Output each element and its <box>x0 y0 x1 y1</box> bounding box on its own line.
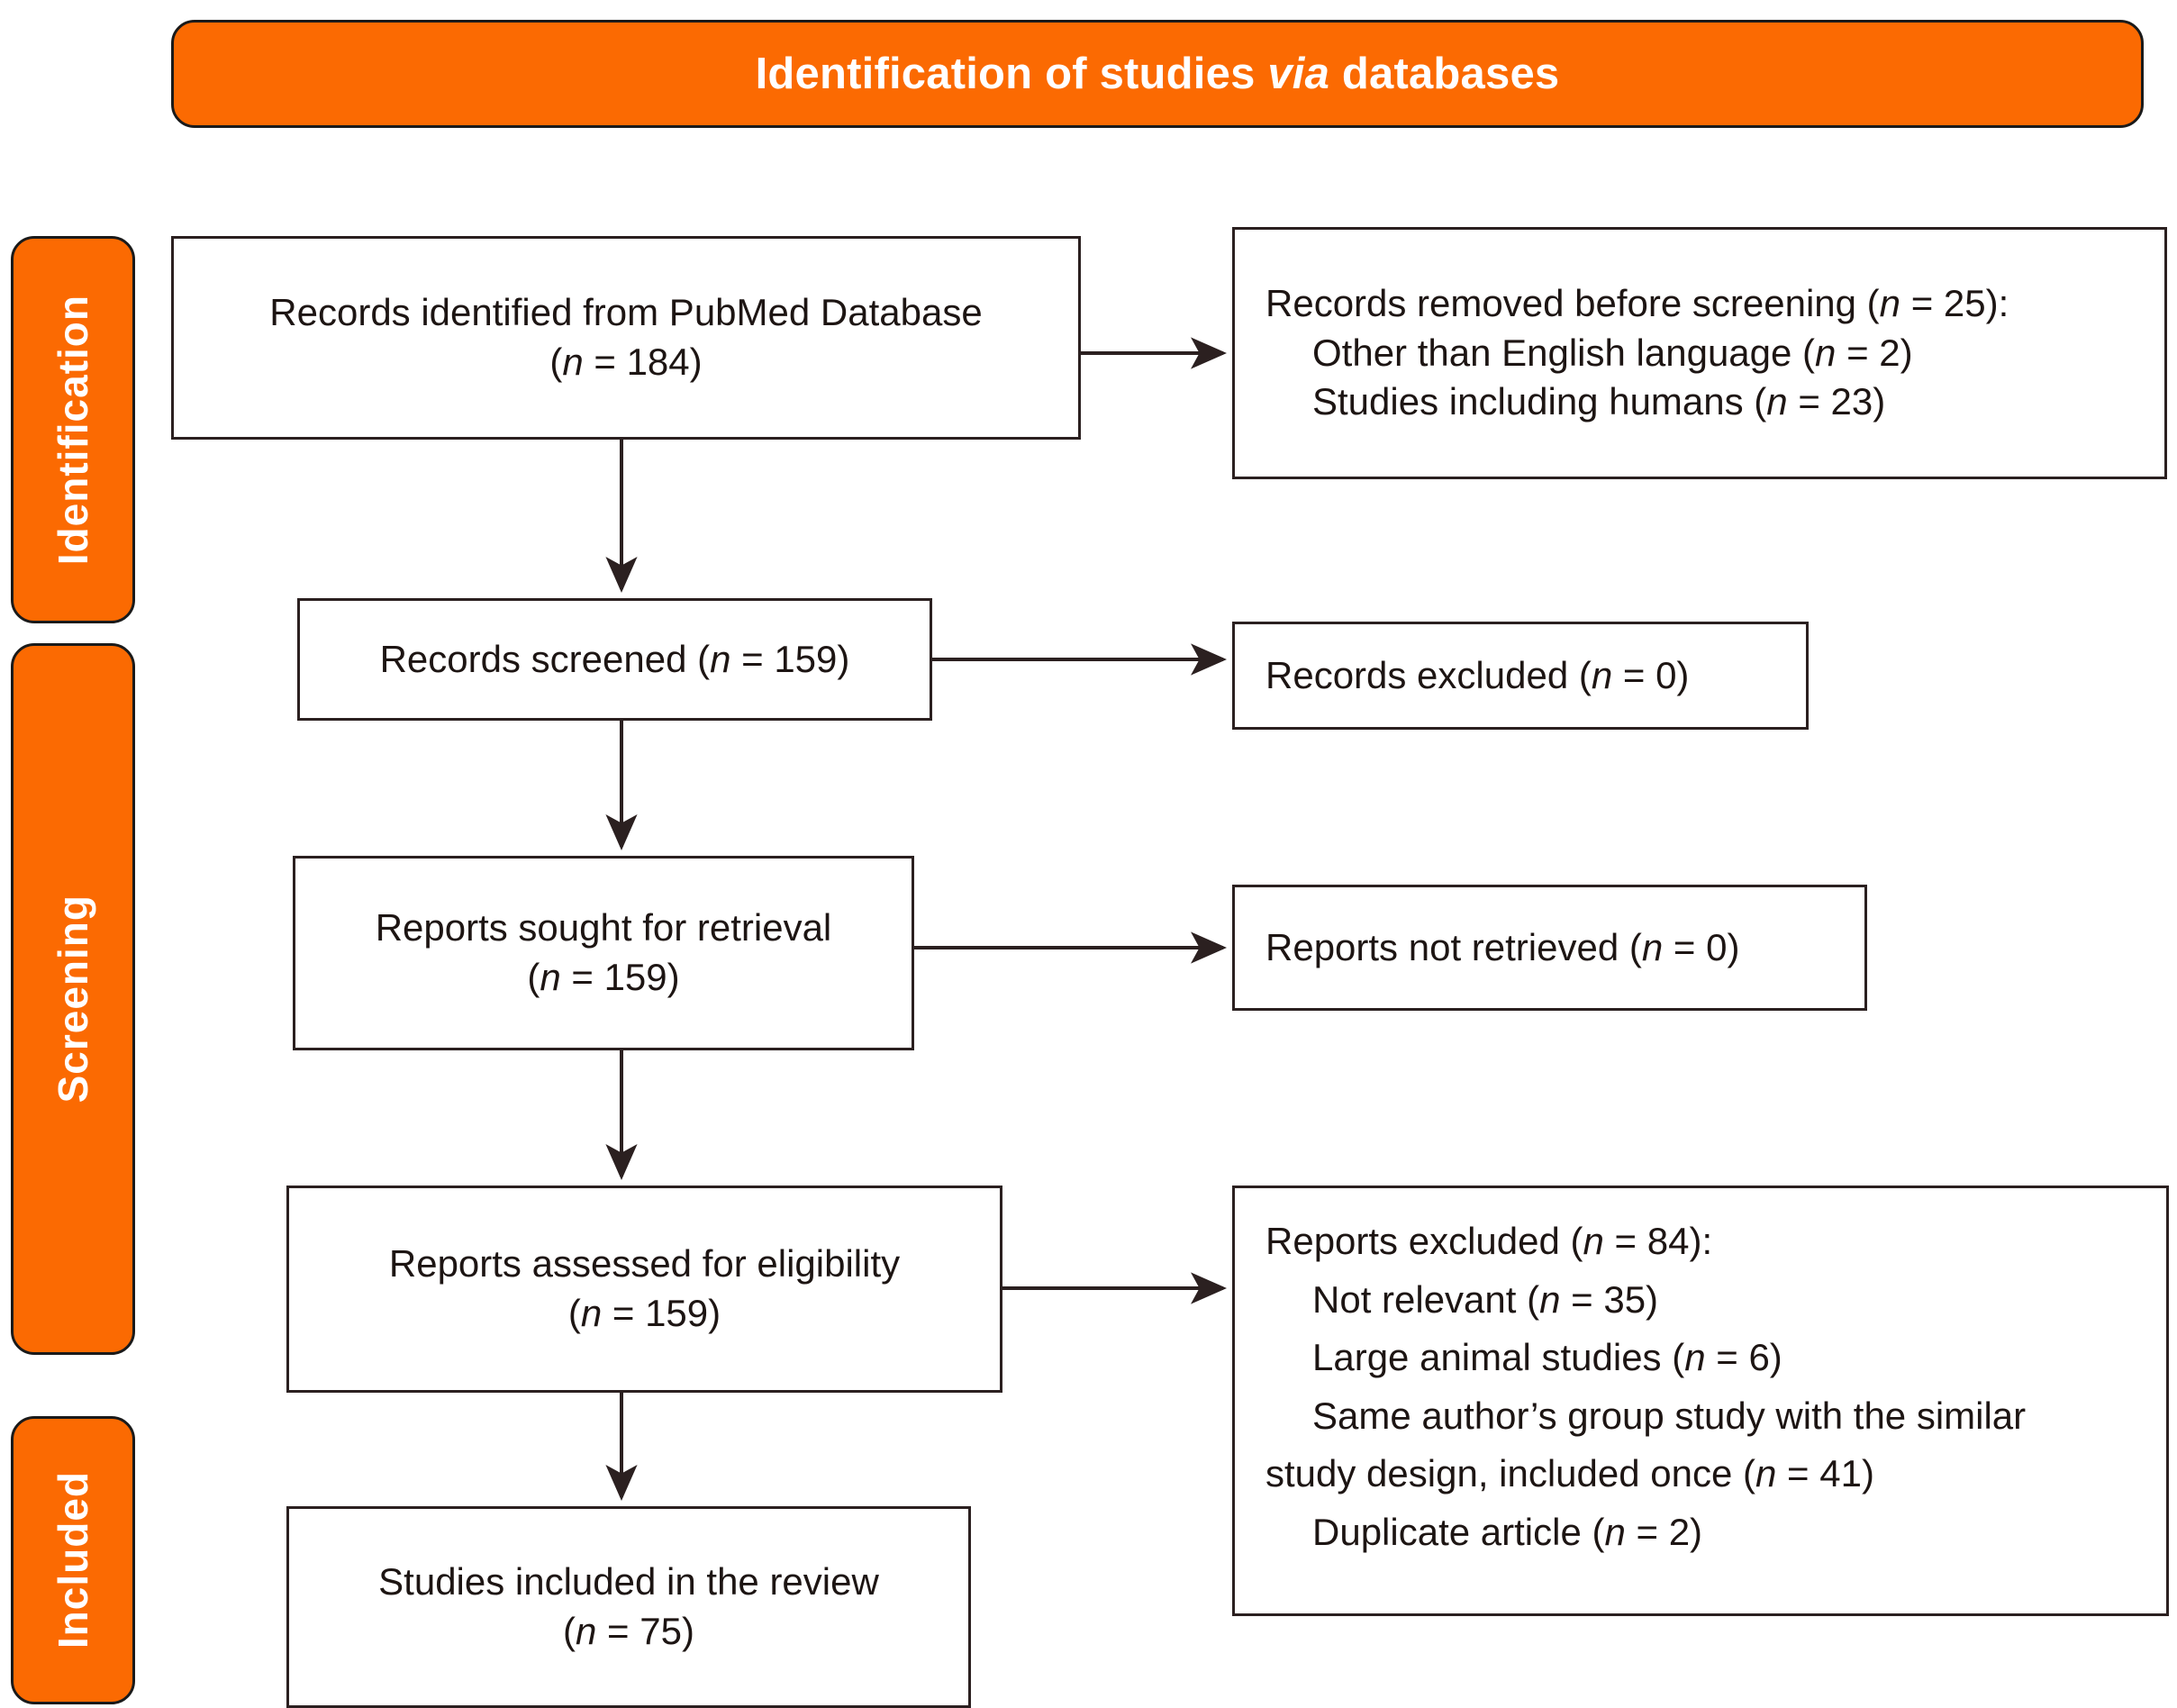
n-value: = 0) <box>1612 653 1690 696</box>
n-symbol: n <box>1879 282 1901 325</box>
n-value: = 35) <box>1560 1277 1659 1321</box>
label-text: Records screened ( <box>379 637 711 680</box>
n-value: = 0) <box>1663 925 1740 968</box>
n-symbol: n <box>580 1292 603 1334</box>
n-symbol: n <box>1583 1220 1604 1262</box>
box-records-identified: Records identified from PubMed Database … <box>171 236 1081 440</box>
box-records-removed-line-2: Other than English language (n = 2) <box>1265 329 2134 378</box>
n-value: = 84): <box>1603 1220 1713 1262</box>
n-symbol: n <box>576 1610 597 1652</box>
n-symbol: n <box>710 637 731 680</box>
n-value: = 184) <box>583 341 703 383</box>
label-text: Records removed before screening ( <box>1265 282 1880 325</box>
label-text: Not relevant ( <box>1312 1277 1540 1321</box>
n-symbol: n <box>1604 1510 1626 1553</box>
label-text: Studies including humans ( <box>1312 380 1767 423</box>
box-records-screened: Records screened (n = 159) <box>297 598 932 721</box>
box-reports-excluded-line-5: Duplicate article (n = 2) <box>1265 1508 2136 1558</box>
title-text-after: databases <box>1329 50 1560 98</box>
box-studies-included-line-2: (n = 75) <box>563 1607 694 1657</box>
box-reports-assessed-line-2: (n = 159) <box>568 1289 721 1339</box>
box-reports-not-retrieved-line-1: Reports not retrieved (n = 0) <box>1265 923 1834 973</box>
stage-label-identification-text: Identification <box>50 294 96 566</box>
stage-label-included: Included <box>11 1416 135 1704</box>
stage-label-screening: Screening <box>11 643 135 1355</box>
label-text: Other than English language ( <box>1312 331 1816 374</box>
box-reports-assessed-line-1: Reports assessed for eligibility <box>388 1242 901 1286</box>
box-reports-excluded-line-4a: Same author’s group study with the simil… <box>1312 1394 2027 1437</box>
box-reports-excluded-line-4b: study design, included once (n = 41) <box>1265 1449 2136 1499</box>
box-reports-not-retrieved: Reports not retrieved (n = 0) <box>1232 885 1867 1011</box>
n-value: = 2) <box>1836 331 1913 374</box>
box-records-screened-line-1: Records screened (n = 159) <box>380 635 850 685</box>
stage-label-identification: Identification <box>11 236 135 623</box>
n-symbol: n <box>1591 653 1613 696</box>
box-records-identified-line-1: Records identified from PubMed Database <box>269 291 983 334</box>
box-reports-excluded: Reports excluded (n = 84): Not relevant … <box>1232 1186 2169 1616</box>
box-reports-excluded-line-3: Large animal studies (n = 6) <box>1265 1333 2136 1383</box>
box-records-removed-line-3: Studies including humans (n = 23) <box>1265 377 2134 427</box>
box-records-excluded-line-1: Records excluded (n = 0) <box>1265 651 1775 701</box>
n-symbol: n <box>1755 1452 1777 1495</box>
n-value: = 159) <box>730 637 850 680</box>
box-records-removed: Records removed before screening (n = 25… <box>1232 227 2167 479</box>
box-records-removed-line-1: Records removed before screening (n = 25… <box>1265 279 2134 329</box>
n-value: = 159) <box>602 1292 721 1334</box>
n-value: = 159) <box>560 956 680 998</box>
label-text: Reports excluded ( <box>1265 1220 1583 1262</box>
label-text: Duplicate article ( <box>1312 1510 1605 1553</box>
paren-open: ( <box>549 341 563 383</box>
n-value: = 41) <box>1776 1452 1874 1495</box>
n-value: = 25): <box>1900 282 2009 325</box>
n-symbol: n <box>562 341 584 383</box>
paren-open: ( <box>527 956 540 998</box>
n-value: = 2) <box>1625 1510 1703 1553</box>
n-value: = 6) <box>1705 1336 1782 1379</box>
n-symbol: n <box>1641 925 1664 968</box>
diagram-title-banner: Identification of studies via databases <box>171 20 2144 128</box>
box-studies-included-line-1: Studies included in the review <box>378 1560 879 1604</box>
n-symbol: n <box>1539 1277 1561 1321</box>
box-records-identified-line-2: (n = 184) <box>549 338 702 387</box>
stage-label-screening-text: Screening <box>50 895 96 1104</box>
title-text-via: via <box>1267 50 1330 98</box>
paren-open: ( <box>563 1610 576 1652</box>
box-records-excluded: Records excluded (n = 0) <box>1232 622 1809 730</box>
n-symbol: n <box>540 956 561 998</box>
label-text: Records excluded ( <box>1265 653 1592 696</box>
label-text: Large animal studies ( <box>1312 1336 1685 1379</box>
box-reports-excluded-line-1: Reports excluded (n = 84): <box>1265 1217 2136 1267</box>
title-text-before: Identification of studies <box>755 50 1268 98</box>
n-symbol: n <box>1684 1336 1706 1379</box>
n-symbol: n <box>1766 380 1788 423</box>
box-reports-assessed: Reports assessed for eligibility (n = 15… <box>286 1186 1002 1393</box>
box-reports-sought-line-2: (n = 159) <box>527 953 679 1003</box>
box-reports-sought-line-1: Reports sought for retrieval <box>375 906 832 949</box>
n-value: = 23) <box>1787 380 1886 423</box>
n-value: = 75) <box>596 1610 694 1652</box>
stage-label-included-text: Included <box>50 1471 96 1649</box>
page-title: Identification of studies via databases <box>756 49 1560 99</box>
label-text: Reports not retrieved ( <box>1265 925 1642 968</box>
label-text: study design, included once ( <box>1265 1452 1756 1495</box>
box-reports-excluded-line-2: Not relevant (n = 35) <box>1265 1276 2136 1325</box>
box-studies-included: Studies included in the review (n = 75) <box>286 1506 971 1708</box>
box-reports-sought: Reports sought for retrieval (n = 159) <box>293 856 914 1050</box>
paren-open: ( <box>567 1292 581 1334</box>
n-symbol: n <box>1815 331 1837 374</box>
